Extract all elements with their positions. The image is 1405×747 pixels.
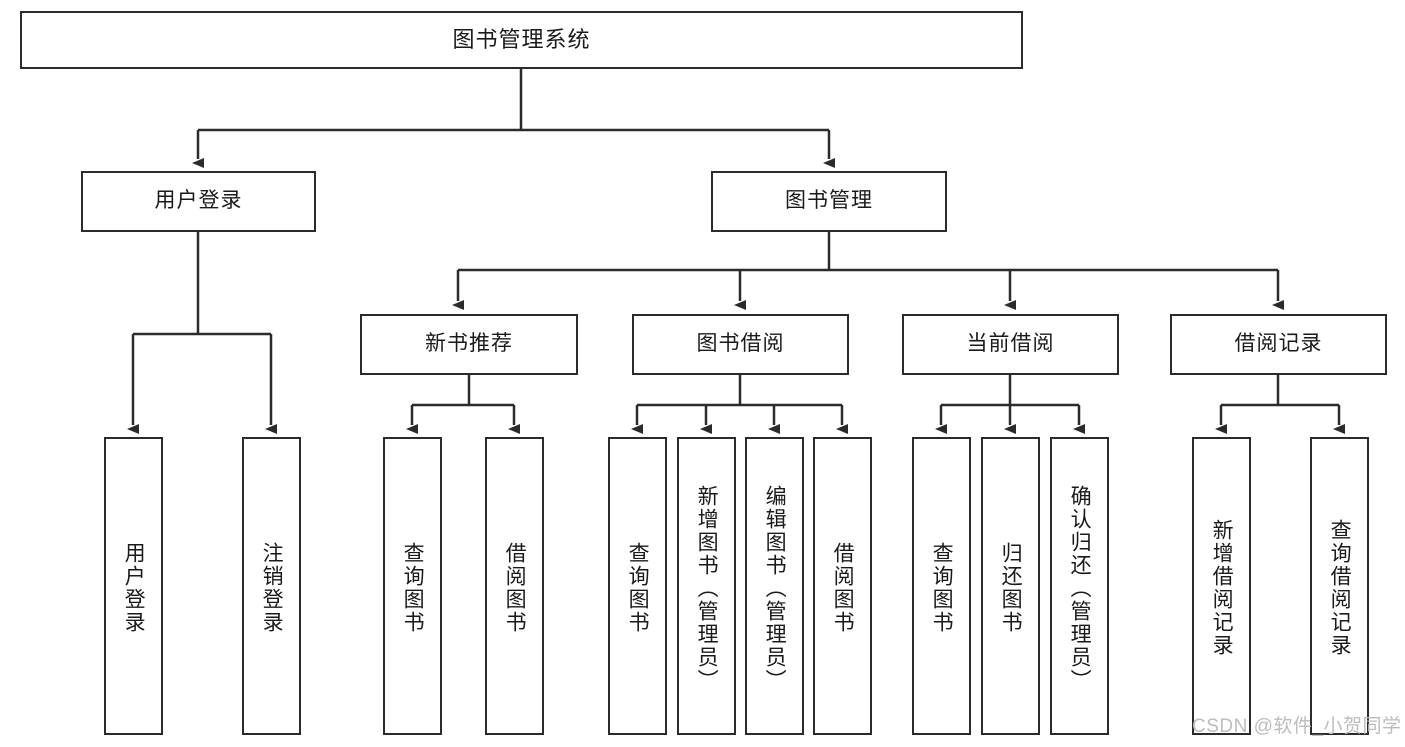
node-leaf-confirm-return-label: 确认归还（管理员） [1068, 484, 1092, 692]
node-leaf-logout-label: 注销登录 [260, 542, 284, 634]
node-user-login[interactable]: 用户登录 [81, 171, 316, 232]
node-book-manage[interactable]: 图书管理 [711, 171, 947, 232]
node-root-label: 图书管理系统 [452, 27, 591, 53]
node-leaf-add-book-label: 新增图书（管理员） [695, 484, 719, 692]
node-leaf-logout[interactable]: 注销登录 [242, 437, 301, 735]
node-leaf-add-record[interactable]: 新增借阅记录 [1192, 437, 1251, 735]
node-leaf-borrow-book-2-label: 借阅图书 [831, 542, 855, 634]
node-new-book-recommend-label: 新书推荐 [425, 332, 513, 356]
node-leaf-add-record-label: 新增借阅记录 [1210, 519, 1234, 657]
node-leaf-query-record[interactable]: 查询借阅记录 [1310, 437, 1369, 735]
node-leaf-borrow-book-1-label: 借阅图书 [503, 542, 527, 634]
node-leaf-borrow-book-1[interactable]: 借阅图书 [485, 437, 544, 735]
node-book-borrow-label: 图书借阅 [696, 332, 785, 356]
node-leaf-add-book[interactable]: 新增图书（管理员） [677, 437, 736, 735]
node-user-login-label: 用户登录 [154, 189, 243, 213]
node-current-borrow[interactable]: 当前借阅 [902, 314, 1119, 375]
node-book-manage-label: 图书管理 [785, 189, 873, 213]
node-leaf-query-book-1-label: 查询图书 [401, 542, 425, 634]
node-root[interactable]: 图书管理系统 [20, 11, 1023, 69]
node-leaf-query-book-1[interactable]: 查询图书 [383, 437, 442, 735]
node-leaf-query-record-label: 查询借阅记录 [1328, 519, 1352, 657]
node-borrow-record[interactable]: 借阅记录 [1170, 314, 1387, 375]
node-leaf-query-book-3[interactable]: 查询图书 [912, 437, 971, 735]
node-leaf-edit-book-label: 编辑图书（管理员） [763, 484, 787, 692]
node-leaf-query-book-3-label: 查询图书 [930, 542, 954, 634]
node-current-borrow-label: 当前借阅 [966, 332, 1055, 356]
watermark: CSDN @软件_小贺同学 [1192, 716, 1402, 737]
node-leaf-borrow-book-2[interactable]: 借阅图书 [813, 437, 872, 735]
node-leaf-return-book-label: 归还图书 [999, 542, 1023, 634]
node-leaf-confirm-return[interactable]: 确认归还（管理员） [1050, 437, 1109, 735]
node-leaf-edit-book[interactable]: 编辑图书（管理员） [745, 437, 804, 735]
node-book-borrow[interactable]: 图书借阅 [632, 314, 849, 375]
node-leaf-query-book-2-label: 查询图书 [626, 542, 650, 634]
node-leaf-user-login-label: 用户登录 [122, 542, 146, 634]
node-borrow-record-label: 借阅记录 [1234, 332, 1323, 356]
node-new-book-recommend[interactable]: 新书推荐 [360, 314, 578, 375]
node-leaf-return-book[interactable]: 归还图书 [981, 437, 1040, 735]
node-leaf-user-login[interactable]: 用户登录 [104, 437, 163, 735]
node-leaf-query-book-2[interactable]: 查询图书 [608, 437, 667, 735]
